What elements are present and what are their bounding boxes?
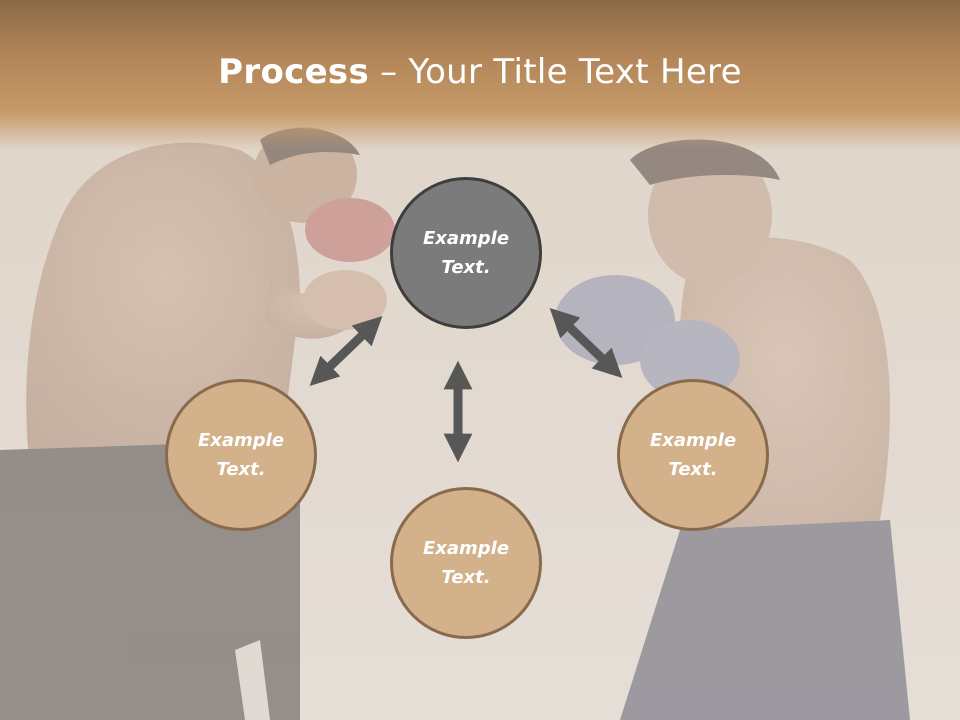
title-bold: Process: [218, 52, 370, 92]
node-left-label: Example Text.: [197, 430, 285, 480]
node-bottom: Example Text.: [390, 487, 542, 639]
node-bottom-label: Example Text.: [422, 538, 510, 588]
boxer-right: [555, 139, 910, 720]
node-top: Example Text.: [390, 177, 542, 329]
title-bar: [0, 0, 960, 150]
node-right-label: Example Text.: [649, 430, 737, 480]
node-top-label: Example Text.: [422, 228, 510, 278]
node-right: Example Text.: [617, 379, 769, 531]
arrow-top-right: [549, 308, 623, 378]
slide-title: Process – Your Title Text Here: [0, 52, 960, 92]
arrow-top-left: [309, 316, 383, 386]
title-rest: – Your Title Text Here: [369, 52, 742, 92]
node-left: Example Text.: [165, 379, 317, 531]
